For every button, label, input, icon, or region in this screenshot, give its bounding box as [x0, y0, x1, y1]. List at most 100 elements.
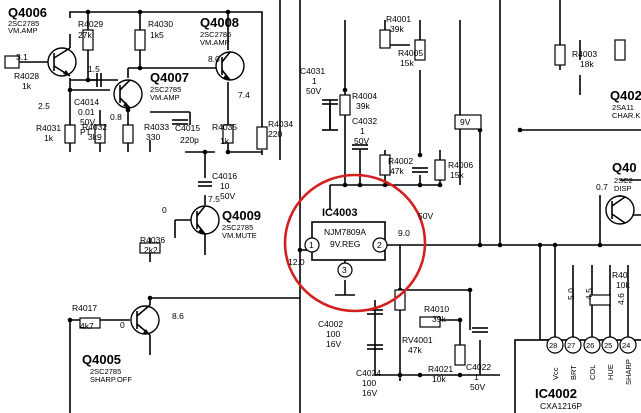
r4002-val: 47k: [390, 166, 404, 176]
q4008-part: 2SC2785: [200, 30, 231, 39]
r4004-val: 39k: [356, 101, 370, 111]
q40-part: 2SC2: [614, 176, 633, 185]
voltage-0-8: 0.8: [110, 112, 122, 122]
c4031-v1: 1: [312, 76, 317, 86]
voltage-0-q4009: 0: [162, 205, 167, 215]
ic4002-pin24-name: SHARP: [624, 359, 633, 385]
r4017-ref: R4017: [72, 303, 97, 313]
r4032-val: 3k9: [88, 132, 102, 142]
voltage-4-6: 4.6: [616, 293, 626, 305]
q40-func: DISP: [614, 184, 632, 193]
transistor-q4009: [190, 205, 220, 235]
r4028-ref: R4028: [14, 71, 39, 81]
voltage-5-0: 5.0: [566, 288, 576, 300]
c4015-val: 220p: [180, 135, 199, 145]
rv4001-ref: RV4001: [402, 335, 433, 345]
q4007-func: VM.AMP: [150, 93, 180, 102]
r40-ref: R40: [612, 270, 628, 280]
voltage-3-1: 3.1: [16, 52, 28, 62]
c4022-v2: 50V: [470, 382, 485, 392]
ic4002-pin28: 28: [549, 341, 557, 350]
resistors: [4, 29, 626, 366]
highlight-circle: [283, 173, 427, 313]
c4016-v1: 10: [220, 181, 230, 191]
r40-val: 10k: [616, 280, 630, 290]
ic4002-ref: IC4002: [535, 386, 577, 401]
voltage-8-6: 8.6: [172, 311, 184, 321]
c4024-v1: 100: [362, 378, 376, 388]
c4032-v2: 50V: [354, 136, 369, 146]
r4035-ref: R4035: [212, 122, 237, 132]
c4002-ref: C4002: [318, 319, 343, 329]
c4015-ref: C4015: [175, 123, 200, 133]
q4005-part: 2SC2785: [90, 367, 121, 376]
c4030-v1: 50V: [418, 211, 433, 221]
r4017-val: 4k7: [80, 321, 94, 331]
r4032-ref: R4032: [82, 122, 107, 132]
r4030-ref: R4030: [148, 19, 173, 29]
q402-part: 2SA11: [612, 103, 634, 112]
q402-ref: Q402: [610, 88, 641, 103]
r4036-val: 2k2: [144, 245, 158, 255]
ic4002-pin27: 27: [567, 341, 575, 350]
r4001-ref: R4001: [386, 14, 411, 24]
ic4002-pin25: 25: [604, 341, 612, 350]
r4005-ref: R4005: [398, 48, 423, 58]
voltage-4-5: 4.5: [584, 288, 594, 300]
c4002-v2: 16V: [326, 339, 341, 349]
capacitors: [88, 73, 488, 350]
voltage-1-5: 1.5: [88, 64, 100, 74]
transistor-q4007: [113, 79, 143, 109]
c4022-v1: 1: [474, 372, 479, 382]
r4010-ref: R4010: [424, 304, 449, 314]
ic4003-part: NJM7809A: [324, 227, 366, 237]
ic4002-pin24: 24: [622, 341, 630, 350]
q4005-ref: Q4005: [82, 352, 121, 367]
ic4003-ref: IC4003: [322, 207, 357, 219]
ic4002-pin27-name: BRT: [569, 365, 578, 380]
r4031-ref: R4031: [36, 123, 61, 133]
r4034-val: 220: [268, 129, 282, 139]
r4021-ref: R4021: [428, 364, 453, 374]
transistor-q4005: [130, 304, 160, 336]
labels: Q4006 2SC2785 VM.AMP Q4007 2SC2785 VM.AM…: [8, 5, 641, 411]
ic4002-pin26-name: COL: [588, 365, 597, 380]
voltage-9v-label: 9V: [460, 117, 471, 127]
ic4002-pin28-name: Vcc: [551, 367, 560, 380]
r4006-val: 15k: [450, 170, 464, 180]
ic4003-pin3: 3: [342, 265, 347, 275]
voltage-12-0: 12.0: [288, 257, 305, 267]
r4028-val: 1k: [22, 81, 32, 91]
rv4001-val: 47k: [408, 345, 422, 355]
voltage-7-4: 7.4: [238, 90, 250, 100]
c4014-ref: C4014: [74, 97, 99, 107]
c4032-ref: C4032: [352, 116, 377, 126]
q4007-part: 2SC2785: [150, 85, 181, 94]
ic4003-func: 9V.REG: [330, 239, 360, 249]
c4031-ref: C4031: [300, 66, 325, 76]
r4029-val: 27k: [78, 30, 92, 40]
ic4002-pin25-name: HUE: [606, 364, 615, 380]
voltage-8-0: 8.0: [208, 54, 220, 64]
q4005-func: SHARP.OFF: [90, 375, 132, 384]
voltage-2-5: 2.5: [38, 101, 50, 111]
transistor-q4006: [47, 47, 77, 77]
r4010-val: 39k: [432, 314, 446, 324]
r4021-val: 10k: [432, 374, 446, 384]
q4009-part: 2SC2785: [222, 223, 253, 232]
c4014-v1: 0.01: [78, 107, 95, 117]
r4031-val: 1k: [44, 133, 54, 143]
c4014-v3: PT: [80, 127, 91, 137]
r4003-val: 18k: [580, 59, 594, 69]
transistor-q4008: [215, 51, 245, 81]
q4008-ref: Q4008: [200, 15, 239, 30]
voltage-7-5: 7.5: [208, 194, 220, 204]
r4006-ref: R4006: [448, 160, 473, 170]
q402-func: CHAR.K: [612, 111, 640, 120]
r4033-val: 330: [146, 132, 160, 142]
nine-volt-box: [454, 114, 482, 130]
ic4002-body: [514, 336, 641, 413]
c4016-ref: C4016: [212, 171, 237, 181]
